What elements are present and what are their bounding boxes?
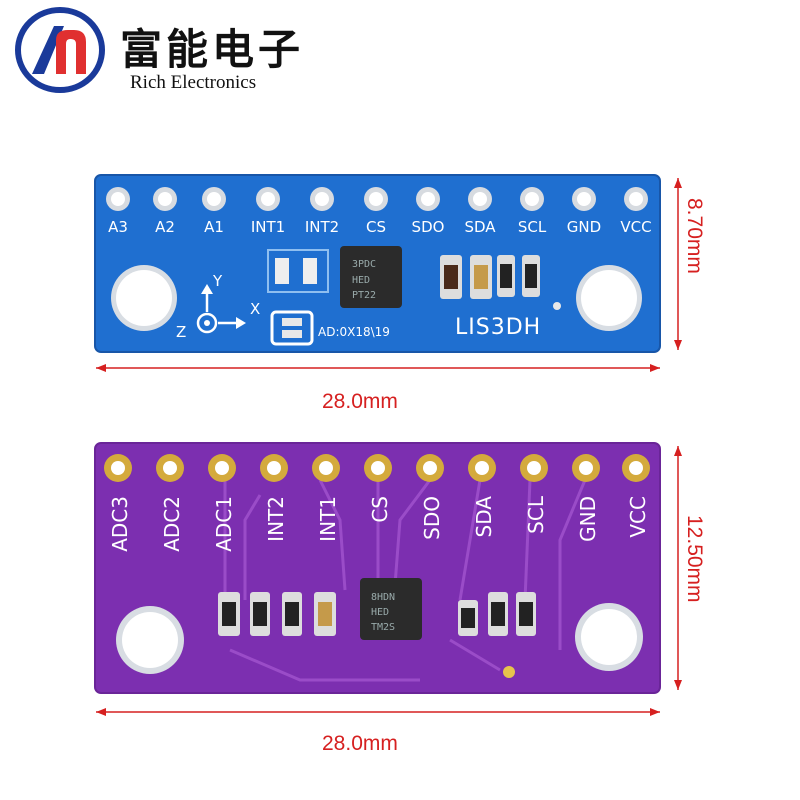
svg-text:HED: HED [352,275,370,286]
pin-label: A2 [155,218,175,236]
board-top-view: 3PDC HED PT22 A3 A2 A1 INT1 INT2 CS SDO SDA SCL G… [94,174,661,353]
brand-logo: 富能电子 Rich Electronics [12,4,302,96]
pin-hole [319,461,333,475]
pin-hole [163,461,177,475]
pin-label: SDO [411,218,445,236]
pin-hole [267,461,281,475]
pin-label: GND [566,218,602,236]
pin-label: A1 [204,218,224,236]
pin-hole [577,192,591,206]
pin-hole [421,192,435,206]
brand-name-chinese: 富能电子 [120,25,305,74]
board-bottom-height-label: 12.50mm [683,515,706,603]
pin-hole [423,461,437,475]
board-bottom-width-label: 28.0mm [322,732,398,755]
pin-hole [261,192,275,206]
svg-text:3PDC: 3PDC [352,259,376,270]
pin-label: SDA [464,218,496,236]
pin-hole [315,192,329,206]
pin-hole [111,192,125,206]
pin-hole [527,461,541,475]
pin-hole [629,192,643,206]
pin-label: INT2 [304,218,340,236]
board-top-pcb: 3PDC HED PT22 [94,174,661,353]
axis-label-y: Y [213,272,223,290]
axis-label-z: Z [176,323,187,341]
pin-hole [371,461,385,475]
pin-hole [369,192,383,206]
pin-hole [111,461,125,475]
pin-hole [579,461,593,475]
pin-hole [473,192,487,206]
pin-hole [475,461,489,475]
pin-label: INT1 [250,218,286,236]
svg-text:8HDN: 8HDN [371,592,395,603]
svg-text:PT22: PT22 [352,290,376,301]
pin-label: CS [366,218,386,236]
pin-hole [629,461,643,475]
pin-label: A3 [108,218,128,236]
pin-label: SCL [517,218,547,236]
pin-hole [207,192,221,206]
svg-text:TM2S: TM2S [371,622,395,633]
board-top-dimensions [96,178,682,372]
pin-hole [525,192,539,206]
svg-text:HED: HED [371,607,389,618]
chip-label: LIS3DH [455,315,542,340]
pin-label: VCC [620,218,652,236]
address-label: AD:0X18\19 [318,325,390,339]
brand-mark-icon [15,7,105,93]
pin-hole [158,192,172,206]
board-top-width-label: 28.0mm [322,390,398,413]
axis-label-x: X [250,300,261,318]
brand-name-english: Rich Electronics [130,72,257,93]
pin-hole [215,461,229,475]
